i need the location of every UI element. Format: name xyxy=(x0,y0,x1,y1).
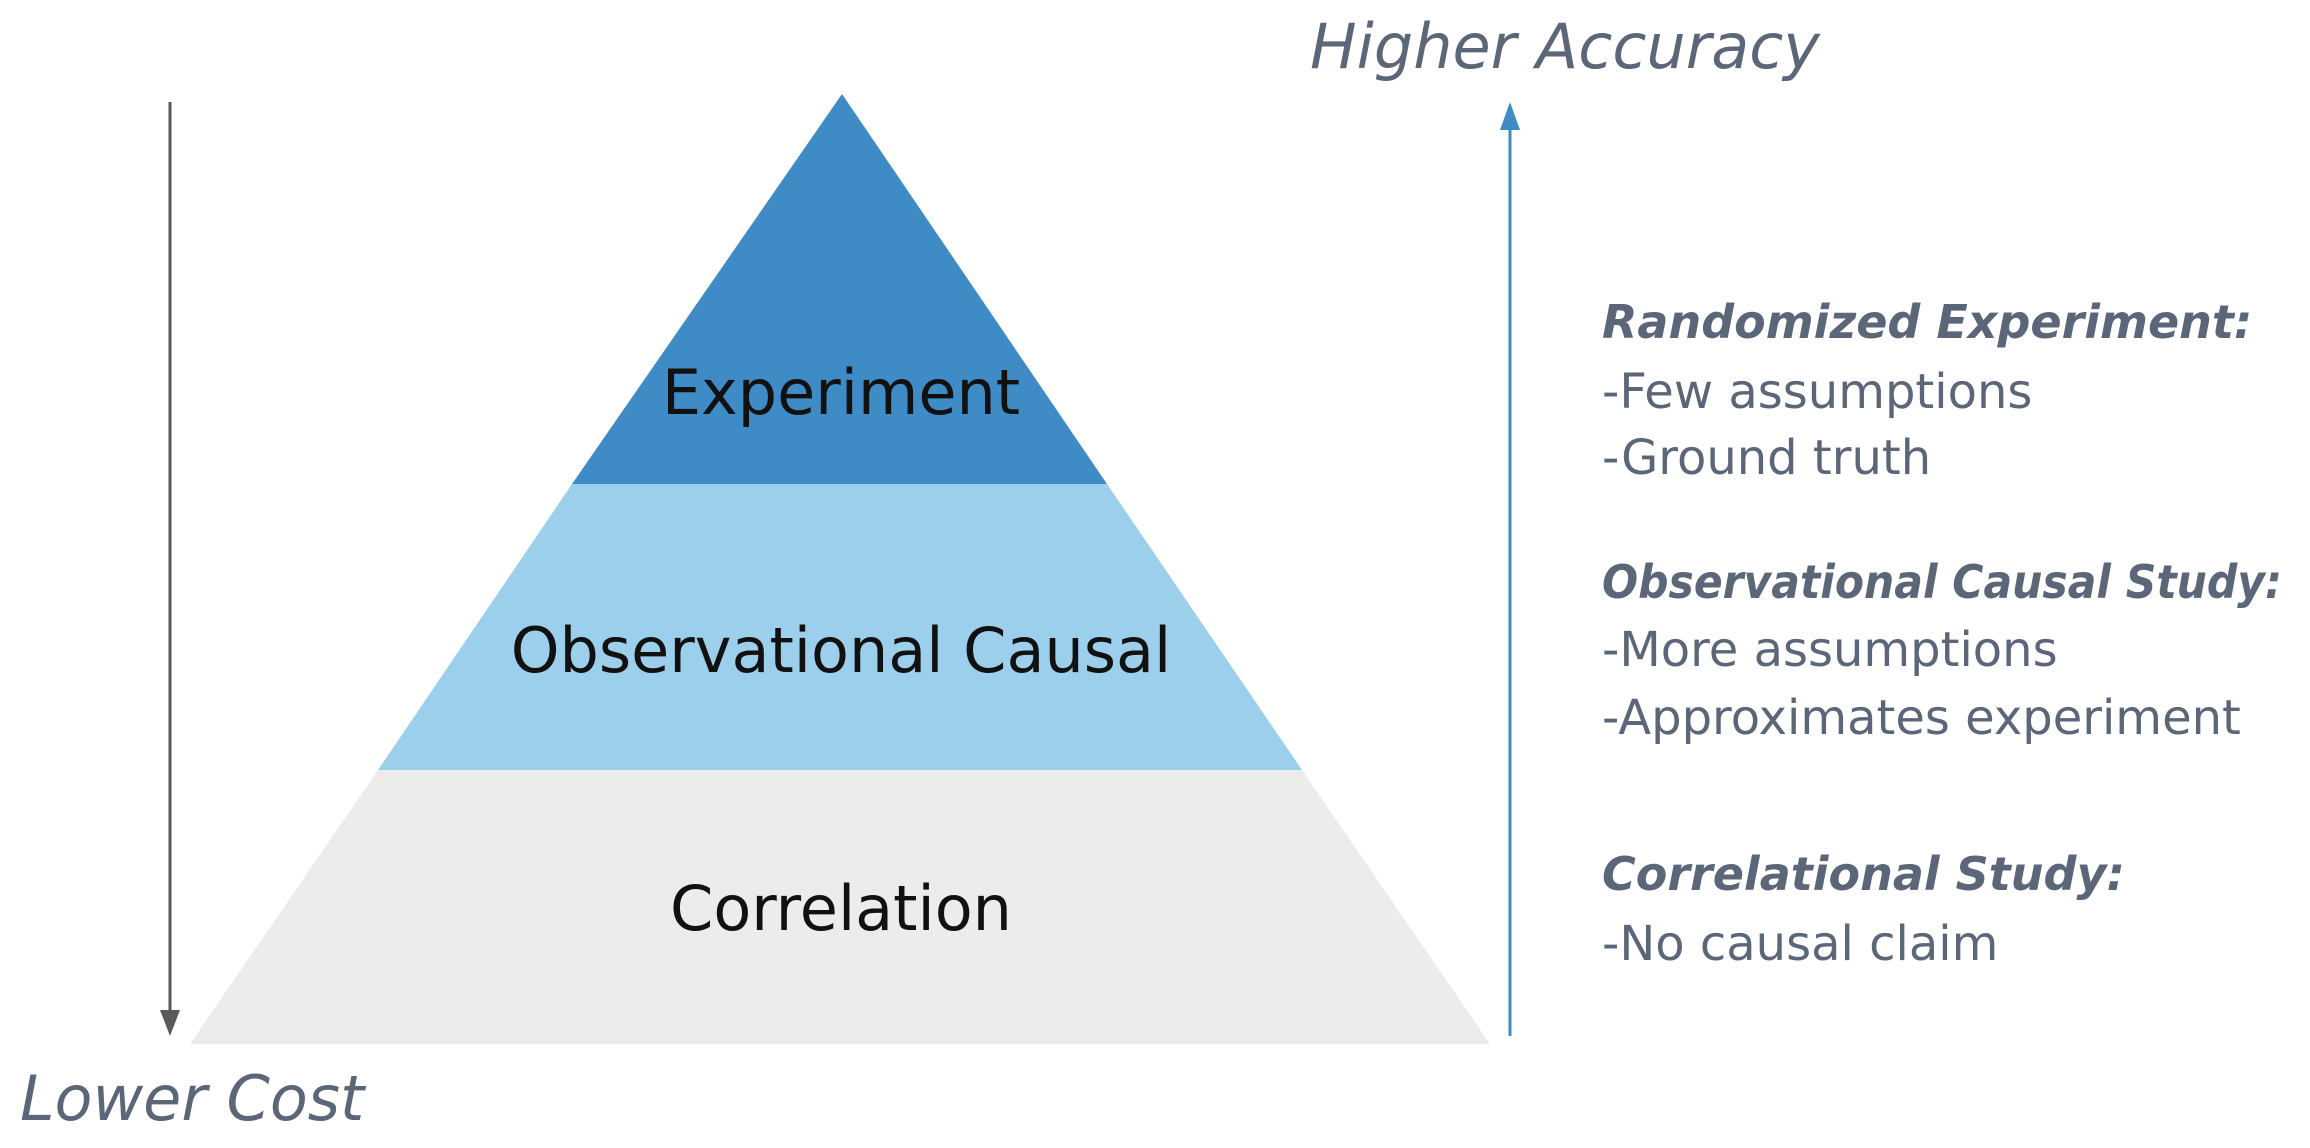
note-heading-randomized-experiment: Randomized Experiment: xyxy=(1602,295,2252,349)
pyramid-tier-observational-causal xyxy=(378,484,1302,770)
pyramid-tier-correlation xyxy=(190,770,1490,1044)
tier-label-observational-causal: Observational Causal xyxy=(511,614,1172,687)
tier-label-correlation: Correlation xyxy=(670,872,1012,945)
note-heading-correlational-study: Correlational Study: xyxy=(1602,847,2125,901)
lower-cost-arrowhead xyxy=(160,1010,180,1036)
note-line-more-assumptions: -More assumptions xyxy=(1602,622,2058,678)
note-line-few-assumptions: -Few assumptions xyxy=(1602,364,2032,420)
note-heading-observational-causal-study: Observational Causal Study: xyxy=(1602,555,2282,609)
pyramid-tier-experiment xyxy=(572,94,1107,484)
note-line-approximates-experiment: -Approximates experiment xyxy=(1602,690,2241,746)
tier-label-experiment: Experiment xyxy=(662,356,1020,429)
note-line-ground-truth: -Ground truth xyxy=(1602,430,1931,486)
higher-accuracy-label: Higher Accuracy xyxy=(1310,10,1821,83)
note-line-no-causal-claim: -No causal claim xyxy=(1602,916,1998,972)
higher-accuracy-arrowhead xyxy=(1500,102,1520,130)
lower-cost-label: Lower Cost xyxy=(20,1062,367,1135)
